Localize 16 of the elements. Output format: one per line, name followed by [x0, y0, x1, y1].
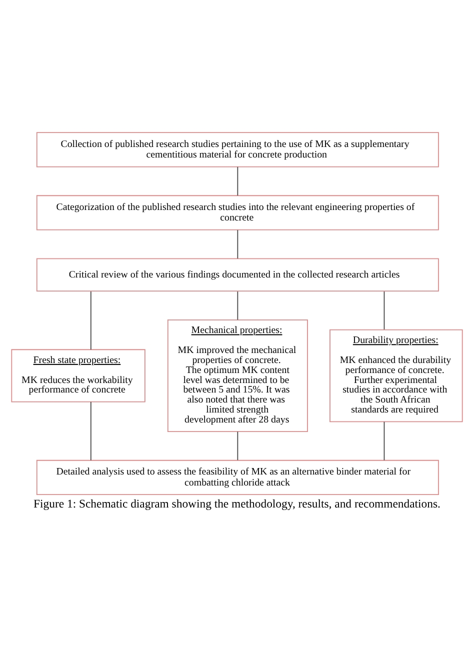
connector [237, 166, 238, 196]
node-box: Durability properties: MK enhanced the durability performance of concrete. Further experimental studies in accordance with the South African standards are required [330, 329, 463, 422]
node-box: Detailed analysis used to assess the feasibility of MK as an alternative binder material for combatting chloride attack [36, 460, 439, 496]
node-box: Fresh state properties: MK reduces the workability performance of concrete [11, 349, 146, 402]
node-box: Collection of published research studies pertaining to the use of MK as a supplementary cementitious material for concrete production [36, 132, 439, 168]
node-box: Categorization of the published research studies into the relevant engineering properties of concrete [36, 195, 439, 230]
connector [237, 431, 238, 461]
connector [90, 291, 92, 350]
connector [90, 401, 92, 461]
connector [237, 291, 238, 320]
connector [384, 421, 385, 461]
connector [237, 230, 238, 259]
connector [384, 291, 385, 330]
node-box: Mechanical properties: MK improved the mechanical properties of concrete. The optimum MK content level was determined to be between 5 and 15%. It was also noted that there was limited strength development after 28 days [167, 319, 308, 432]
caption: Figure 1: Schematic diagram showing the methodology, results, and recommendations. [34, 498, 440, 511]
node-box: Critical review of the various findings documented in the collected research articles [36, 258, 439, 292]
